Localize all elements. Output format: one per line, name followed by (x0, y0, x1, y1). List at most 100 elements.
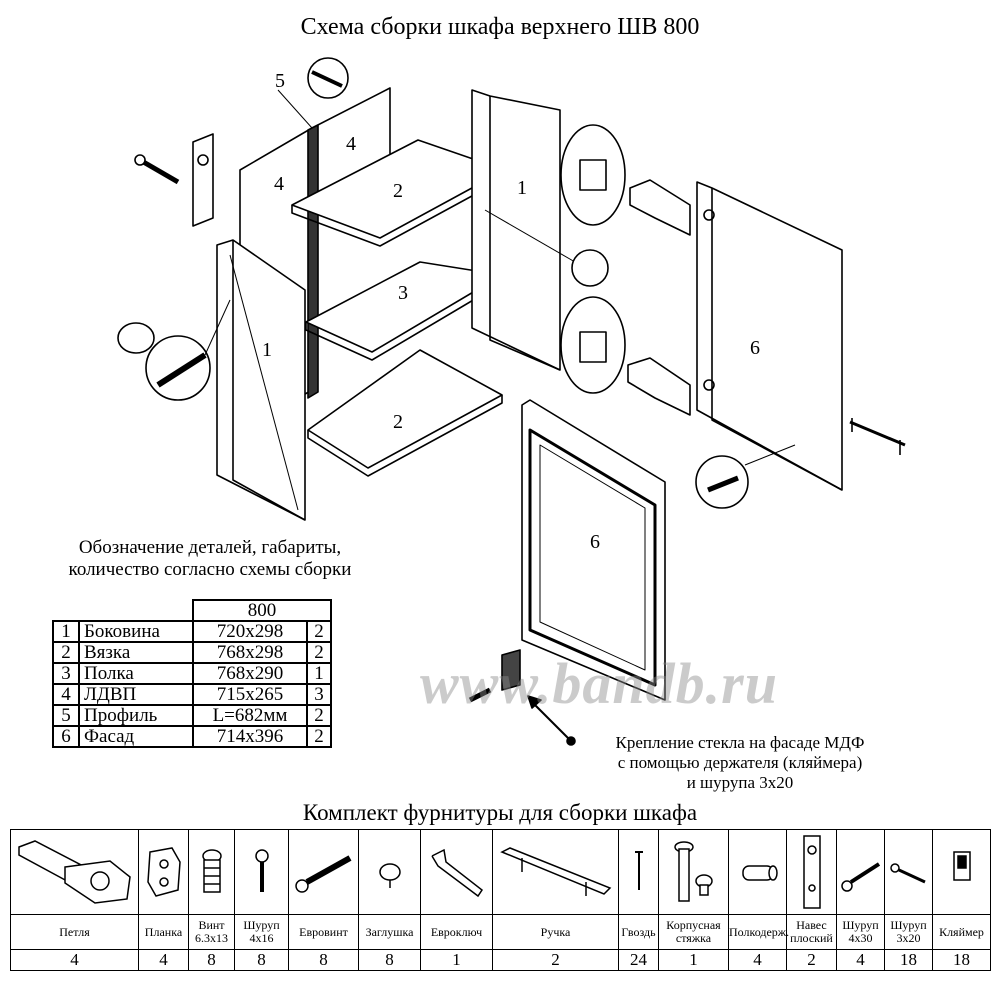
kit-item-name: Гвоздь (618, 914, 659, 950)
kit-item-count: 1 (658, 949, 729, 971)
label-back-left: 4 (274, 173, 284, 195)
screw-icon (134, 154, 180, 185)
euro-screw-insert-icon (188, 829, 235, 915)
part-number: 6 (52, 725, 80, 748)
kit-item-name: Винт 6.3x13 (188, 914, 235, 950)
page-title: Схема сборки шкафа верхнего ШВ 800 (300, 14, 700, 40)
door-glass-pane (528, 428, 657, 687)
profile-callout (277, 57, 349, 129)
part-qty: 3 (306, 683, 332, 706)
parts-table: 800 1 Боковина 720x298 2 2 Вязка 768x298… (52, 599, 332, 748)
kit-item-count: 8 (188, 949, 235, 971)
flat-hanger-icon (192, 133, 214, 227)
kit-item-name: Евроключ (420, 914, 493, 950)
kit-item-name: Корпусная стяжка (658, 914, 729, 950)
part-qty: 2 (306, 725, 332, 748)
part-number: 3 (52, 662, 80, 685)
note-arrow (529, 699, 571, 741)
part-number: 4 (52, 683, 80, 706)
screw-icon (234, 829, 289, 915)
label-door-right: 6 (750, 337, 760, 359)
part-size: 715x265 (192, 683, 308, 706)
kit-names-row: Петля Планка Винт 6.3x13 Шуруп 4x16 Евро… (10, 914, 991, 950)
kit-item-name: Полкодерж. (728, 914, 789, 950)
kit-item-name: Евровинт (288, 914, 359, 950)
bottom-tie-panel (307, 349, 503, 469)
label-side-left: 1 (262, 339, 272, 361)
table-row: 3 Полка 768x290 1 (52, 662, 332, 685)
hinge-icon (627, 179, 691, 416)
label-shelf: 3 (398, 282, 408, 304)
part-qty: 2 (306, 704, 332, 727)
watermark: www.bandb.ru (420, 651, 778, 716)
part-name: Профиль (78, 704, 194, 727)
part-size: 768x298 (192, 641, 308, 664)
table-cell-blank (53, 600, 79, 621)
kit-item-name: Планка (138, 914, 189, 950)
door-panel-right (696, 181, 843, 491)
kit-item-name: Шуруп 4x30 (836, 914, 885, 950)
kit-item-name: Навес плоский (786, 914, 837, 950)
glass-clip-icon (468, 649, 521, 703)
part-size: 720x298 (192, 620, 308, 643)
door-glass-frame (521, 399, 666, 701)
kit-item-count: 2 (492, 949, 619, 971)
part-name: Фасад (78, 725, 194, 748)
glass-clip-icon (932, 829, 991, 915)
kit-item-count: 1 (420, 949, 493, 971)
kit-counts-row: 4 4 8 8 8 8 1 2 24 1 4 2 4 18 18 (10, 949, 991, 971)
kit-item-name: Ручка (492, 914, 619, 950)
part-size: 768x290 (192, 662, 308, 685)
table-row: 1 Боковина 720x298 2 (52, 620, 332, 643)
assembly-diagram: 1 1 2 2 3 4 4 5 6 6 (117, 57, 906, 746)
kit-item-count: 4 (836, 949, 885, 971)
part-name: ЛДВП (78, 683, 194, 706)
kit-item-count: 4 (138, 949, 189, 971)
note-bullet (566, 736, 576, 746)
label-side-right: 1 (517, 177, 527, 199)
kit-item-count: 8 (234, 949, 289, 971)
confirmat-callout (117, 299, 231, 401)
note-line: Крепление стекла на фасаде МДФ (615, 733, 865, 752)
note-line: с помощью держателя (кляймера) (617, 753, 863, 772)
kit-item-count: 4 (10, 949, 139, 971)
kit-item-count: 18 (884, 949, 933, 971)
table-row: 5 Профиль L=682мм 2 (52, 704, 332, 727)
small-screw-callout (695, 444, 796, 509)
cap-icon (358, 829, 421, 915)
table-header-row: 800 (53, 599, 332, 622)
kit-item-count: 8 (288, 949, 359, 971)
label-door-glass: 6 (590, 531, 600, 553)
kit-item-count: 24 (618, 949, 659, 971)
table-column-header: 800 (192, 599, 332, 622)
glass-mount-note: Крепление стекла на фасаде МДФ с помощью… (580, 733, 900, 793)
label-bottom-tie: 2 (393, 411, 403, 433)
hinge-icon (10, 829, 139, 915)
nail-icon (618, 829, 659, 915)
kit-icons-row (10, 829, 991, 915)
kit-item-name: Заглушка (358, 914, 421, 950)
handle-icon (492, 829, 619, 915)
kit-item-name: Шуруп 4x16 (234, 914, 289, 950)
kit-item-count: 18 (932, 949, 991, 971)
part-size: 714x396 (192, 725, 308, 748)
legend-caption-line: Обозначение деталей, габариты, (78, 537, 342, 558)
part-qty: 1 (306, 662, 332, 685)
part-name: Вязка (78, 641, 194, 664)
part-name: Боковина (78, 620, 194, 643)
long-screw-icon (836, 829, 885, 915)
mounting-plate-callout (560, 124, 626, 394)
hex-key-icon (420, 829, 493, 915)
side-panel-left (216, 239, 306, 521)
legend-caption: Обозначение деталей, габариты, количеств… (40, 537, 380, 581)
part-size: L=682мм (192, 704, 308, 727)
label-back-right: 4 (346, 133, 356, 155)
table-row: 4 ЛДВП 715x265 3 (52, 683, 332, 706)
body-tie-icon (658, 829, 729, 915)
kit-item-name: Шуруп 3x20 (884, 914, 933, 950)
kit-item-name: Кляймер (932, 914, 991, 950)
part-number: 2 (52, 641, 80, 664)
table-row: 2 Вязка 768x298 2 (52, 641, 332, 664)
hardware-kit-table: Петля Планка Винт 6.3x13 Шуруп 4x16 Евро… (10, 829, 991, 971)
confirmat-screw-icon (288, 829, 359, 915)
